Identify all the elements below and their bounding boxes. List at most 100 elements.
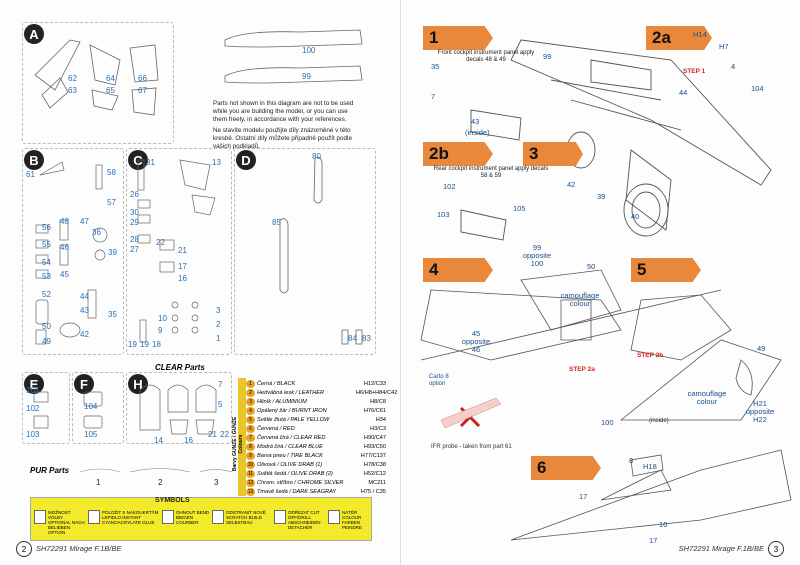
color-number: 6 bbox=[246, 424, 255, 433]
step2a-part: 44 bbox=[679, 88, 688, 97]
left-page: A B C D E F H bbox=[16, 22, 398, 557]
sheet-a-number: 63 bbox=[68, 86, 77, 95]
sheet-d-number: 84 bbox=[348, 334, 357, 343]
step6-part: 8 bbox=[629, 456, 634, 465]
sheet-h-number: 21 bbox=[208, 430, 217, 439]
footer-right: SH72291 Mirage F.1B/BE bbox=[678, 544, 764, 553]
step6-part: H18 bbox=[643, 462, 657, 471]
sheet-c-number: 26 bbox=[130, 190, 139, 199]
fuselage-assembly bbox=[460, 39, 772, 241]
pur-number: 3 bbox=[214, 478, 219, 487]
color-name: Světlá šedá / OLIVE DRAB (2) bbox=[257, 470, 333, 477]
color-table-title: Barvy GUNZE / GUNZE Colours bbox=[232, 416, 244, 472]
sheet-a-number: 62 bbox=[68, 74, 77, 83]
step6-part: 17 bbox=[579, 492, 588, 501]
sheet-c-number: 22 bbox=[156, 238, 165, 247]
color-number: 1 bbox=[246, 379, 255, 388]
step5-part: 49 bbox=[757, 344, 766, 353]
step2b-part: 102 bbox=[443, 182, 456, 191]
sheet-a-number: 64 bbox=[106, 74, 115, 83]
step2a-part: H14 bbox=[693, 30, 707, 39]
sheet-b-number: 58 bbox=[107, 168, 116, 177]
section-d-badge: D bbox=[236, 150, 256, 170]
step2b-part: 105 bbox=[513, 204, 526, 213]
sheet-b-number: 57 bbox=[107, 198, 116, 207]
sheet-b-number: 47 bbox=[80, 217, 89, 226]
sheet-b-number: 48 bbox=[60, 217, 69, 226]
sheet-f-number: 104 bbox=[84, 402, 98, 411]
symbols-bar bbox=[30, 497, 372, 541]
step4-part: camouflage colour bbox=[560, 291, 600, 308]
bend-icon bbox=[162, 510, 174, 524]
color-name: Olivová / OLIVE DRAB (1) bbox=[257, 461, 323, 468]
sheet-c-number: 27 bbox=[130, 245, 139, 254]
sheet-f-number: 105 bbox=[84, 430, 98, 439]
color-number: 12 bbox=[246, 478, 255, 487]
sheet-b-parts bbox=[35, 161, 108, 345]
sheet-c-number: 19 bbox=[140, 340, 149, 349]
pur-parts-title: PUR Parts bbox=[30, 466, 70, 475]
sheet-b-number: 42 bbox=[80, 330, 89, 339]
sheet-a-number: 65 bbox=[106, 86, 115, 95]
color-name: Černá / BLACK bbox=[257, 380, 296, 387]
optional-icon bbox=[34, 510, 46, 524]
sheet-d-number: 80 bbox=[312, 152, 321, 161]
color-code: H3/C3 bbox=[370, 425, 386, 432]
color-code: H34 bbox=[375, 416, 386, 423]
sheet-b-number: 56 bbox=[42, 223, 51, 232]
step4-substep: STEP 2a bbox=[569, 366, 595, 373]
sprue-sheet-b bbox=[22, 148, 124, 355]
sheet-h-number: 7 bbox=[218, 380, 223, 389]
color-code: H52/C12 bbox=[363, 470, 386, 477]
step4-part: 99 opposite 100 bbox=[522, 243, 552, 268]
fuselage-label: 100 bbox=[302, 46, 316, 55]
step5-part: (inside) bbox=[649, 418, 669, 424]
step-6-banner: 6 bbox=[531, 456, 601, 480]
sheet-b-number: 55 bbox=[42, 240, 51, 249]
sheet-e-number: 103 bbox=[26, 430, 40, 439]
sprue-sheet-a bbox=[22, 22, 174, 144]
color-table-sidebar bbox=[238, 378, 246, 496]
color-code: H77/C137 bbox=[360, 452, 386, 459]
nose-assembly bbox=[510, 449, 792, 541]
step-4-banner: 4 bbox=[423, 258, 493, 282]
color-number: 8 bbox=[246, 442, 255, 451]
step5-substep: STEP 2b bbox=[637, 352, 664, 359]
sprue-sheet-f bbox=[72, 372, 124, 444]
right-page: 1 2a 2b 3 4 5 6 Front cockpit instrument… bbox=[400, 0, 800, 565]
sheet-h-number: 5 bbox=[218, 400, 223, 409]
sheet-a-number: 67 bbox=[138, 86, 147, 95]
color-code: H6/H8+H84/C42 bbox=[356, 389, 398, 396]
symbol-optional: MOŽNOST VOLBY OPTIONAL NACH BELIEBEN OPT… bbox=[34, 510, 86, 535]
color-name: Tmavě šedá / DARK SEAGRAY bbox=[257, 488, 337, 495]
sheet-h-number: 22 bbox=[220, 430, 229, 439]
sheet-d-parts bbox=[279, 156, 363, 345]
cut-icon bbox=[274, 510, 286, 524]
color-number: 5 bbox=[246, 415, 255, 424]
step2a-substep: STEP 1 bbox=[683, 68, 706, 75]
sheet-c-number: 9 bbox=[158, 326, 163, 335]
sheet-c-number: 30 bbox=[130, 208, 139, 217]
symbols-title: SYMBOLS bbox=[155, 497, 190, 504]
step4-part: 100 bbox=[601, 418, 614, 427]
sheet-c-number: 31 bbox=[146, 158, 155, 167]
sheet-b-number: 53 bbox=[42, 272, 51, 281]
step-1-banner: 1 bbox=[423, 26, 493, 50]
section-b-badge: B bbox=[24, 150, 44, 170]
symbol-glue: POLOŽIT S NAKOUKRTÝM LEPIDLO INSTANT CYA… bbox=[88, 510, 160, 525]
carto-note: Carto 8 option bbox=[429, 374, 449, 387]
step3-part: 40 bbox=[631, 212, 640, 221]
note-english: Parts not shown in this diagram are not … bbox=[213, 100, 354, 123]
step1-part: 35 bbox=[431, 62, 440, 71]
sheet-b-number: 35 bbox=[108, 310, 117, 319]
color-name: Červená / RED bbox=[257, 425, 295, 432]
step6-part: 17 bbox=[649, 536, 658, 545]
